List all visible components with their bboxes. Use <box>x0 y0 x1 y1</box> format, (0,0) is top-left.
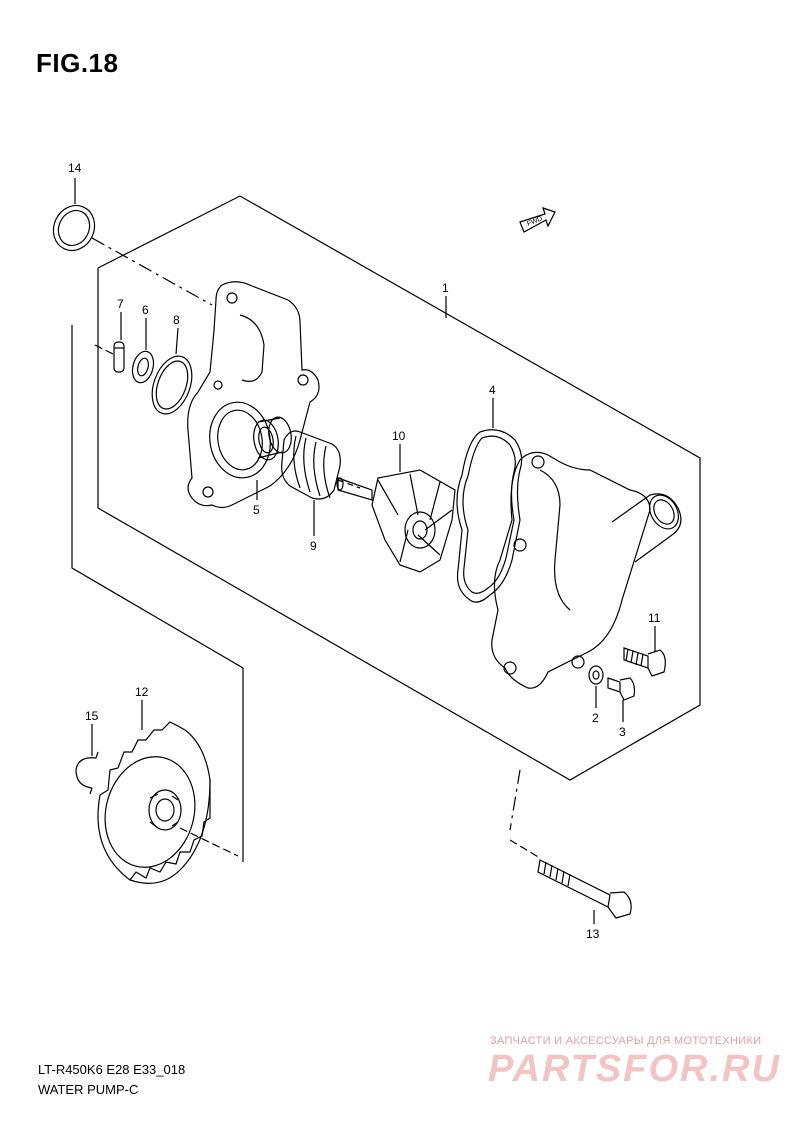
callout-2: 2 <box>592 711 599 725</box>
callout-11: 11 <box>648 611 661 625</box>
callout-12: 12 <box>135 685 149 699</box>
watermark-tagline: ЗАПЧАСТИ И АКСЕССУАРЫ ДЛЯ МОТОТЕХНИКИ <box>490 1035 762 1047</box>
assembly-box-1 <box>97 195 701 781</box>
washer-2 <box>588 665 604 685</box>
callout-10: 10 <box>392 429 406 443</box>
gasket-plate <box>187 281 320 509</box>
o-ring-8 <box>151 355 193 415</box>
fwd-arrow-icon <box>519 207 556 233</box>
callout-9: 9 <box>310 539 317 553</box>
gasket-4 <box>456 429 523 603</box>
mechanical-seal-9 <box>281 430 341 500</box>
figure-title: FIG.18 <box>36 48 119 78</box>
bolt-3 <box>607 677 636 701</box>
footer-name: WATER PUMP-C <box>38 1082 139 1097</box>
leader-dash-13b <box>509 839 541 859</box>
o-ring-14 <box>52 204 96 252</box>
footer-model: LT-R450K6 E28 E33_018 <box>38 1062 186 1077</box>
leader-8 <box>175 327 179 355</box>
pump-cover <box>491 451 682 689</box>
leader-dash-7 <box>94 344 116 356</box>
leader-dash-14 <box>91 237 213 306</box>
bolt-11 <box>623 647 666 677</box>
callout-14: 14 <box>68 161 82 175</box>
callout-15: 15 <box>85 709 99 723</box>
long-bolt-13 <box>537 859 632 919</box>
watermark-logo: PARTSFOR.RU <box>488 1048 781 1090</box>
washer-6 <box>131 350 155 384</box>
gear-12 <box>97 721 211 884</box>
callout-8: 8 <box>173 313 180 327</box>
assembly-box-gear <box>71 325 244 862</box>
impeller-10 <box>336 469 456 573</box>
callout-13: 13 <box>586 927 600 941</box>
callout-3: 3 <box>619 725 626 739</box>
callout-6: 6 <box>142 303 149 317</box>
callout-1: 1 <box>442 281 449 295</box>
callout-7: 7 <box>117 297 124 311</box>
callout-5: 5 <box>253 503 260 517</box>
dowel-pin-7 <box>113 341 125 373</box>
circlip-15 <box>75 751 99 795</box>
leader-dash-13a <box>509 769 521 831</box>
leader-dash-12 <box>179 827 239 857</box>
leader-dash-10 <box>337 479 361 489</box>
callout-4: 4 <box>489 383 496 397</box>
